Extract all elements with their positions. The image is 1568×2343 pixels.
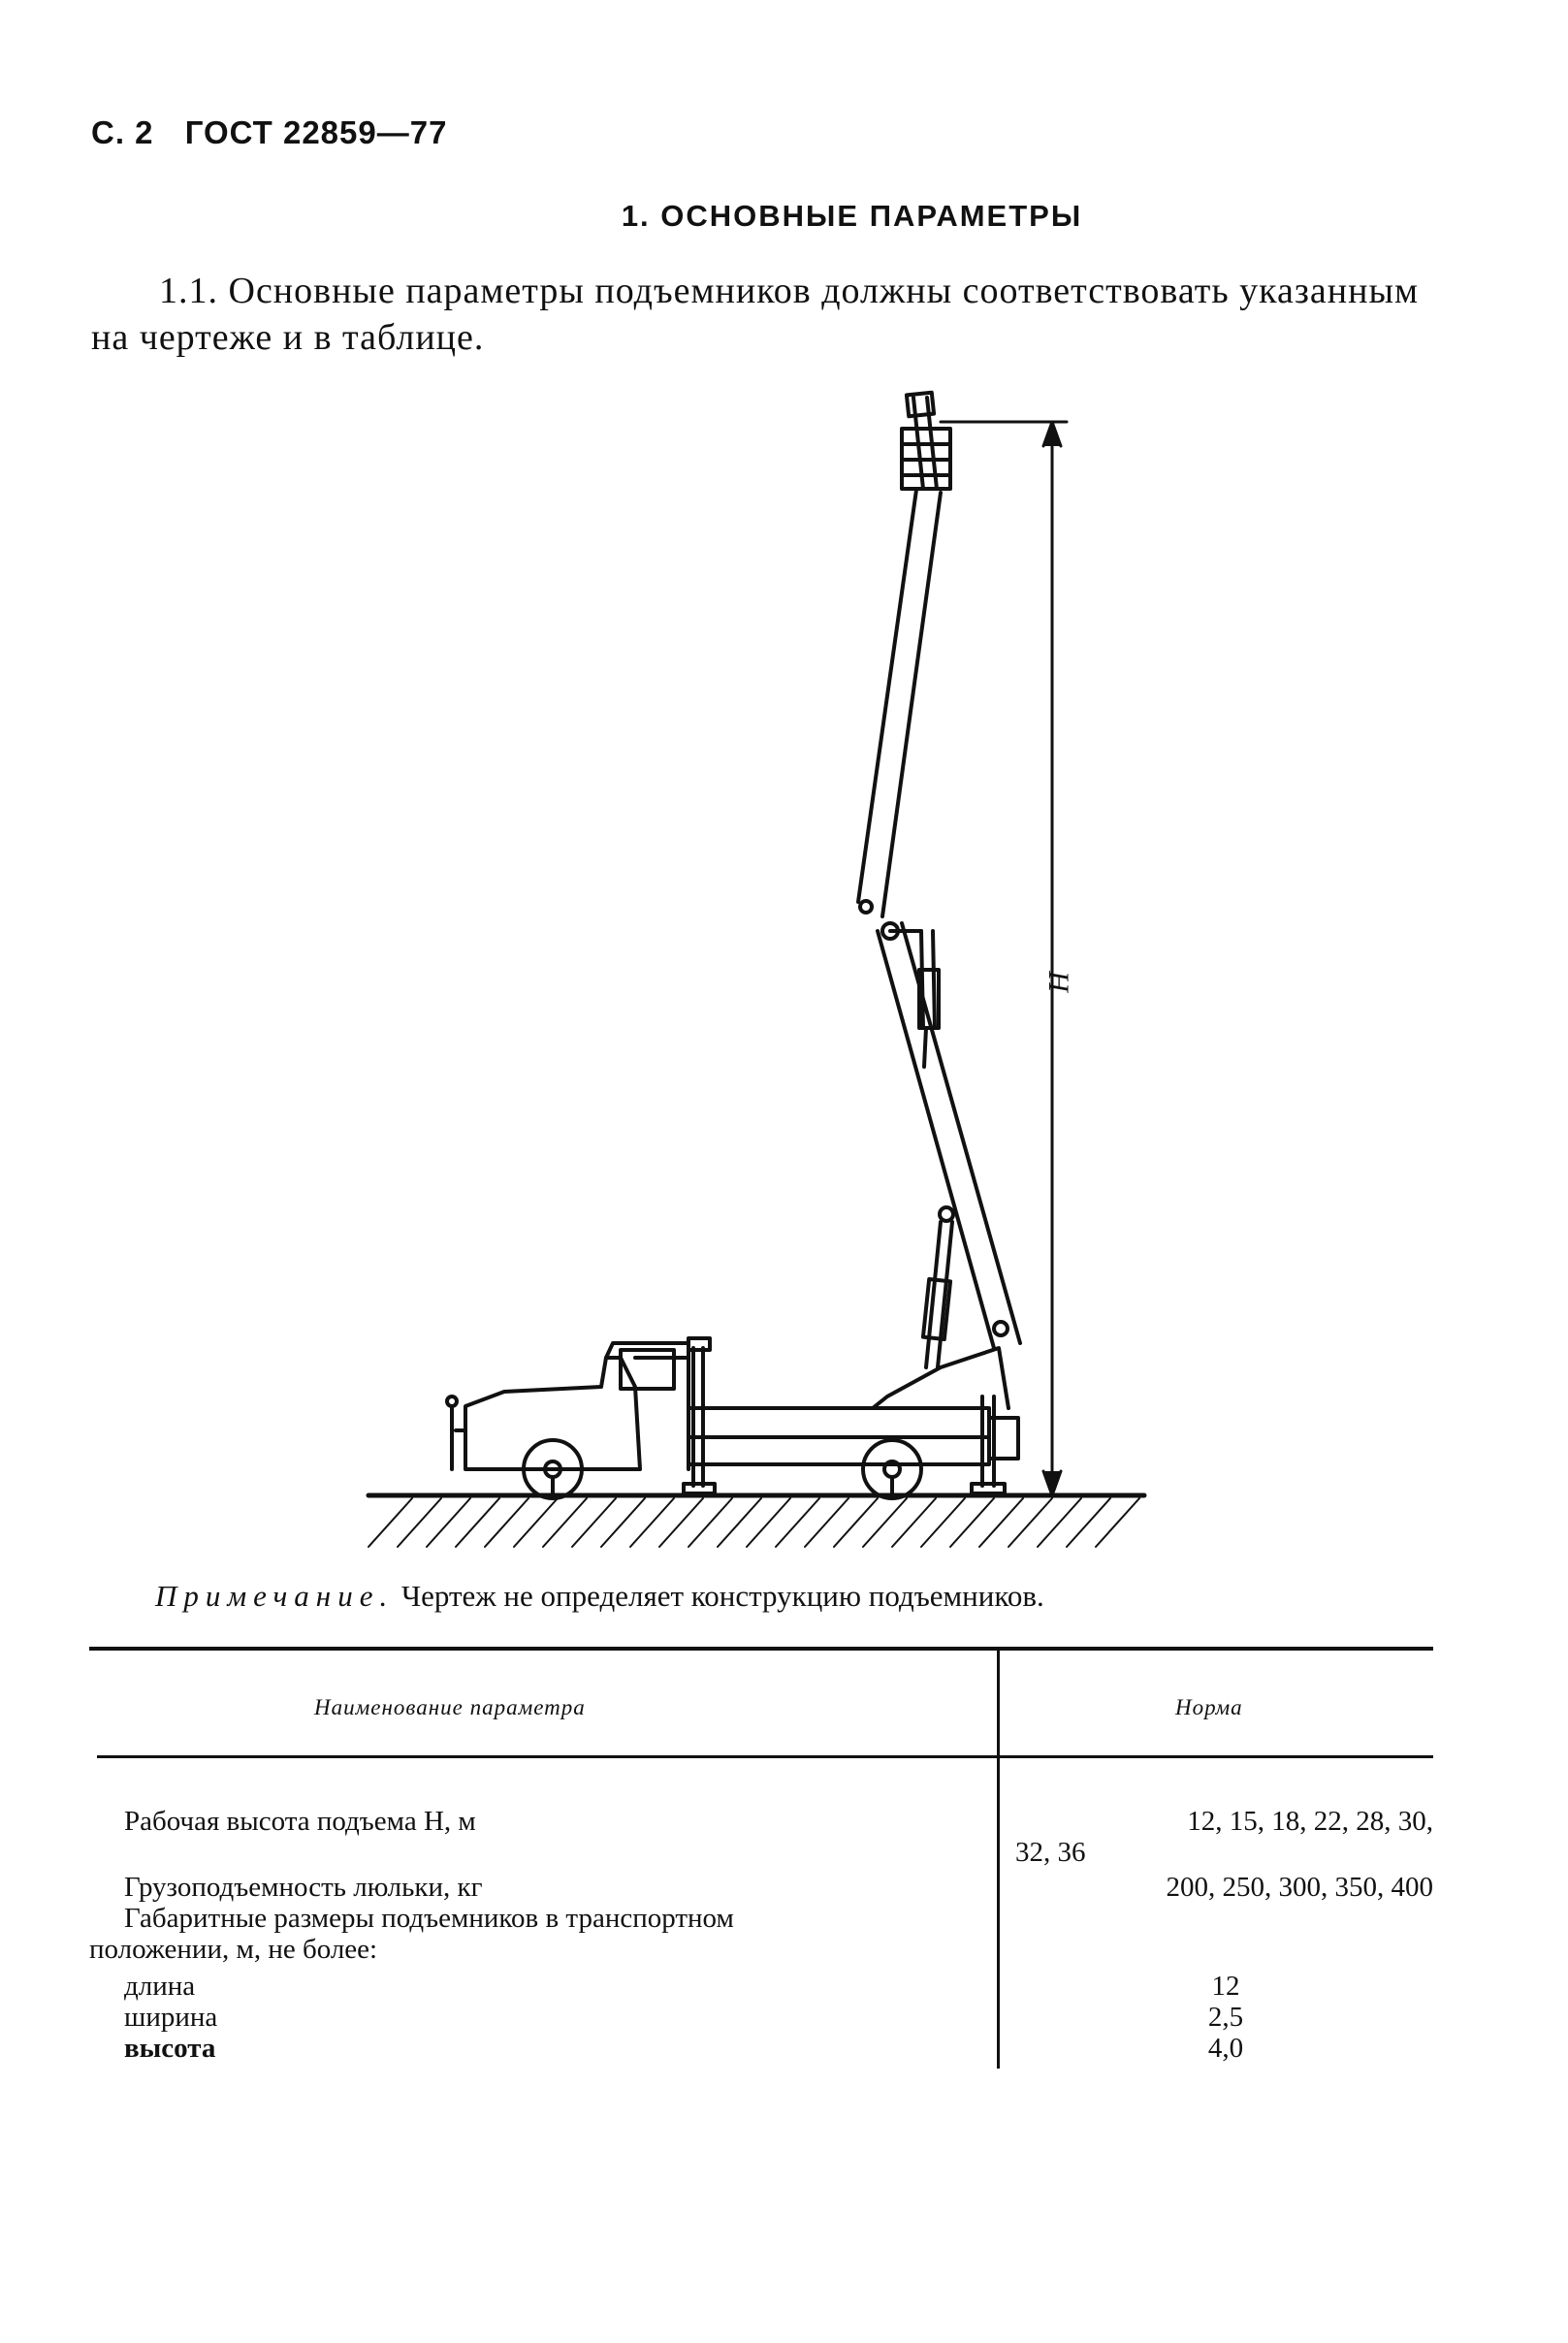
dimension-label: H <box>1042 970 1074 994</box>
row-tall-name: высота <box>124 2033 216 2064</box>
header-norm: Норма <box>1175 1695 1243 1719</box>
row-capacity-value: 200, 250, 300, 350, 400 <box>1166 1872 1434 1903</box>
header-parameter-name: Наименование параметра <box>314 1695 586 1719</box>
row-width-name: ширина <box>124 2002 218 2033</box>
row-width-value: 2,5 <box>1207 2002 1244 2033</box>
outrigger-rear <box>970 1395 1007 1495</box>
row-length-value: 12 <box>1211 1971 1240 2002</box>
row-dims-name-2: положении, м, не более: <box>89 1934 378 1965</box>
turntable <box>871 1346 1010 1410</box>
note-label: Примечание. <box>155 1579 395 1613</box>
row-tall-value: 4,0 <box>1207 2033 1244 2064</box>
outrigger-front <box>682 1462 717 1495</box>
row-height-value-1: 12, 15, 18, 22, 28, 30, <box>1187 1806 1433 1837</box>
standard-number: ГОСТ 22859—77 <box>184 114 448 150</box>
row-height-value-2: 32, 36 <box>1015 1837 1086 1868</box>
upper-cylinder <box>888 929 941 1069</box>
rear-wheel <box>861 1438 923 1500</box>
lift-drawing: H <box>366 390 1147 1548</box>
front-wheel <box>522 1438 584 1500</box>
ground-hatching <box>368 1497 1140 1548</box>
page-header: С. 2 ГОСТ 22859—77 <box>91 114 468 151</box>
parameters-table: Наименование параметра Норма Рабочая выс… <box>89 1647 1433 2078</box>
table-header-rule <box>97 1755 1433 1758</box>
basket <box>900 390 952 491</box>
cab-post <box>687 1336 712 1471</box>
row-capacity-name: Грузоподъемность люльки, кг <box>124 1872 483 1903</box>
row-length-name: длина <box>124 1971 196 2002</box>
drawing-note: Примечание. Чертеж не определяет констру… <box>155 1579 1044 1614</box>
page-number: С. 2 <box>91 114 154 150</box>
lower-cylinder <box>920 1205 955 1369</box>
row-dims-name-1: Габаритные размеры подъемников в транспо… <box>124 1903 734 1934</box>
paragraph-1-1: 1.1. Основные параметры подъемников долж… <box>91 271 1420 358</box>
dimension-h <box>939 420 1069 1497</box>
note-text: Чертеж не определяет конструкцию подъемн… <box>400 1579 1044 1613</box>
truck-body <box>445 1341 1020 1471</box>
upper-boom <box>856 488 943 918</box>
row-height-name: Рабочая высота подъема Н, м <box>124 1806 476 1837</box>
table-top-rule <box>89 1647 1433 1651</box>
table-column-divider <box>997 1647 1000 2069</box>
section-title: 1. ОСНОВНЫЕ ПАРАМЕТРЫ <box>621 199 1083 233</box>
